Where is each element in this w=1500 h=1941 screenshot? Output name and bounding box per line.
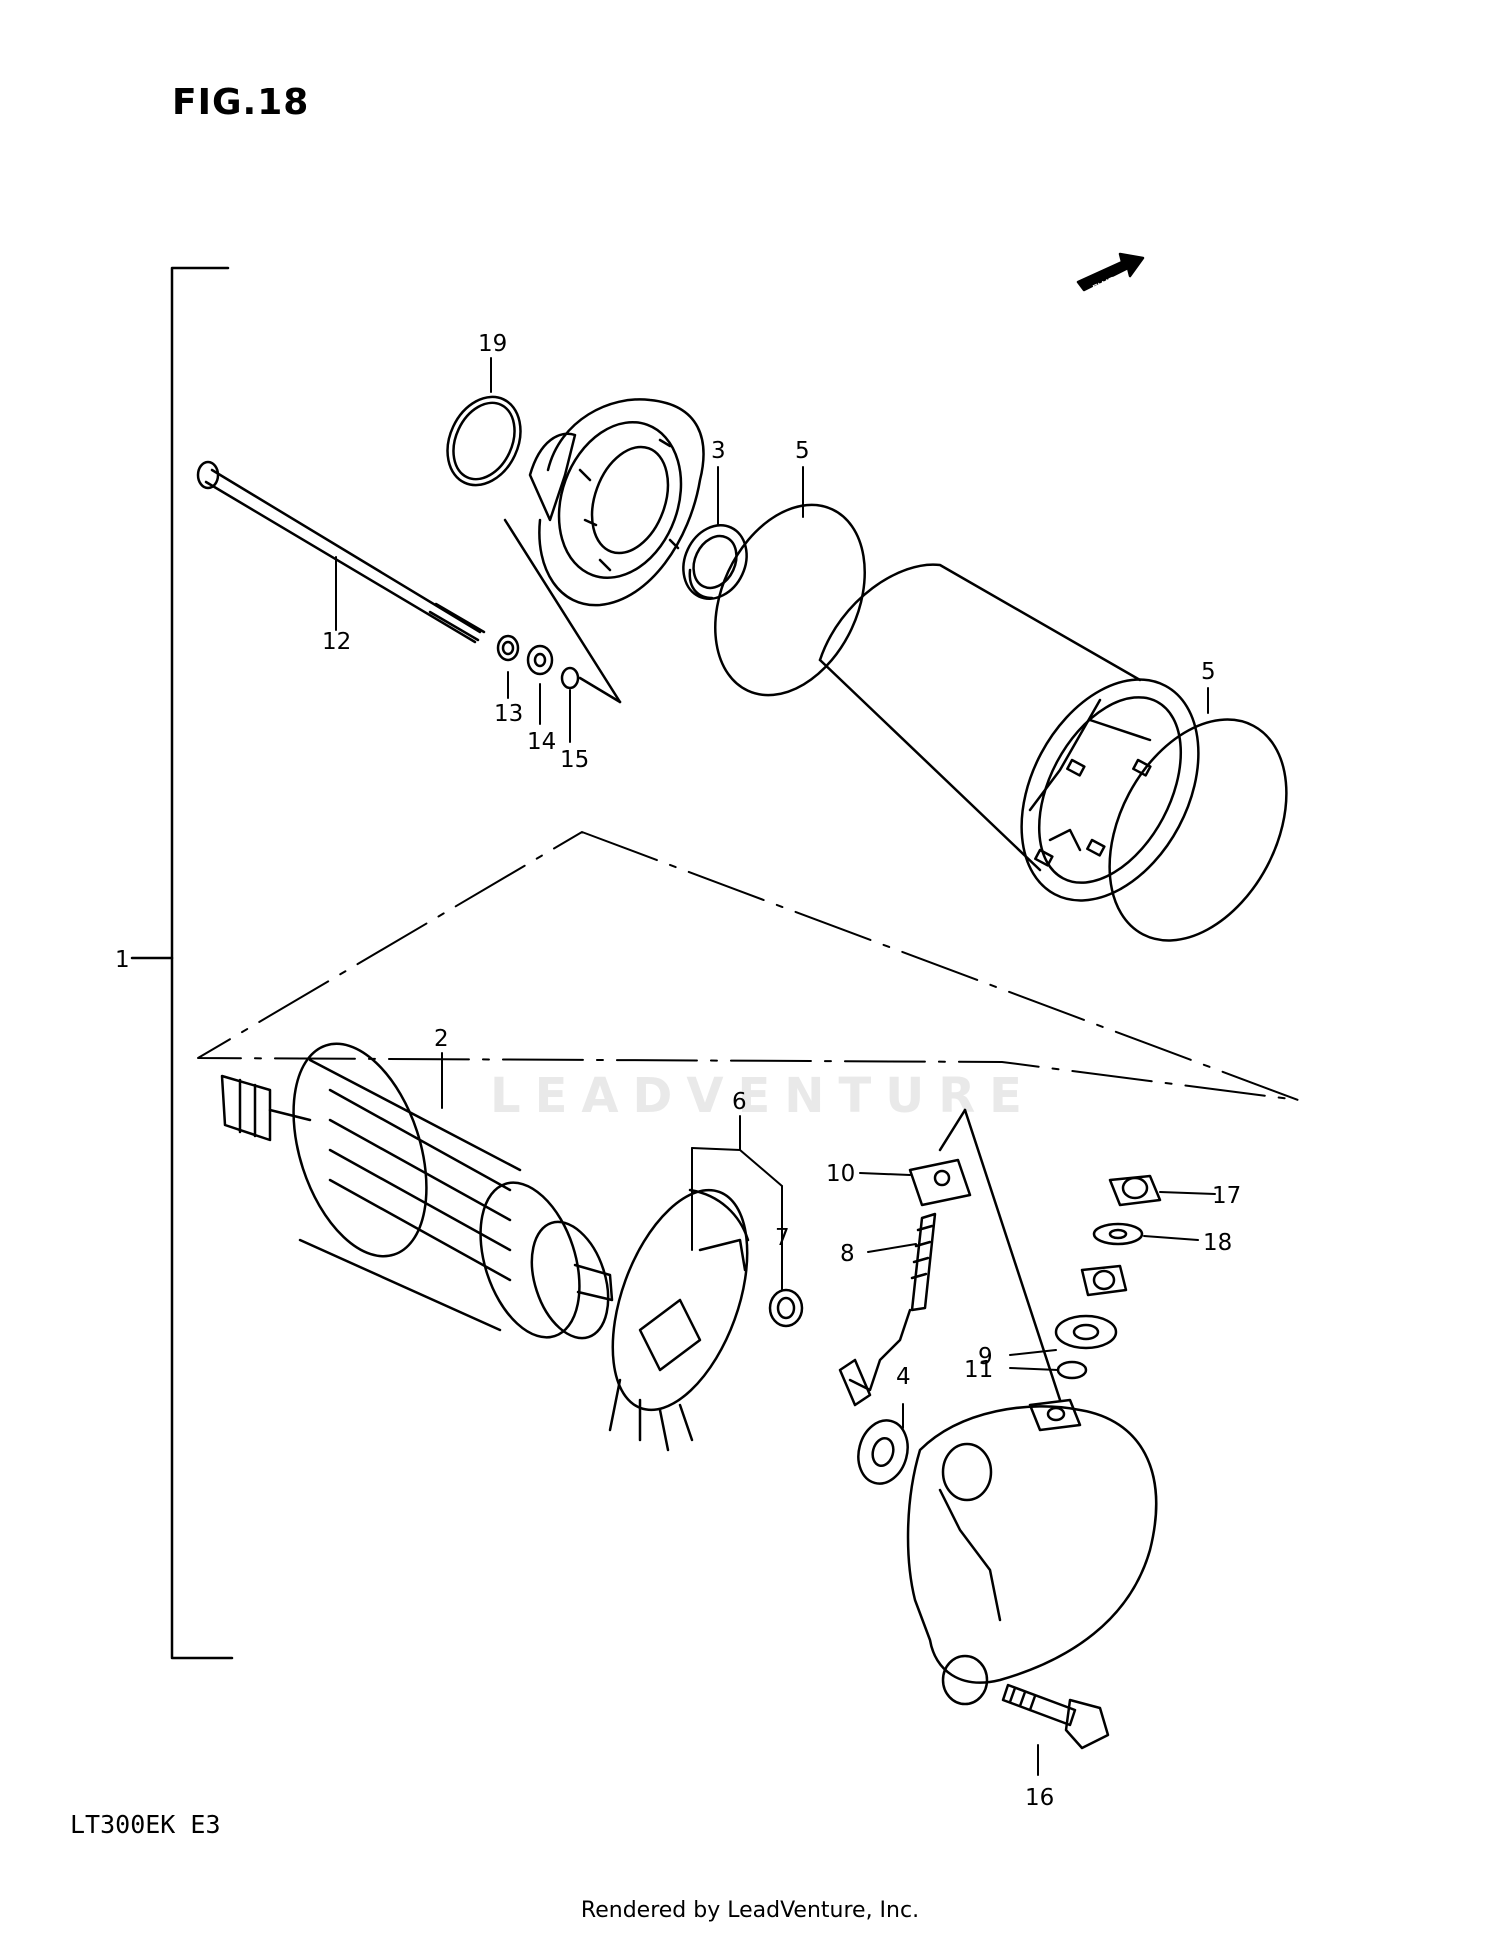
callout-17: 17 [1212, 1183, 1241, 1209]
model-code: LT300EK E3 [70, 1810, 221, 1839]
terminal-bolt-part [838, 1108, 1062, 1407]
callout-3: 3 [711, 438, 726, 464]
washer-13-part [496, 634, 520, 662]
washer-15-part [560, 666, 580, 690]
cover-bolt-part [1001, 1683, 1110, 1750]
callout-19: 19 [478, 331, 507, 357]
o-ring-11-part [1056, 1360, 1088, 1380]
callout-5-upper: 5 [795, 438, 810, 464]
long-bolt-part [196, 460, 486, 644]
washer-4-part [857, 1419, 909, 1485]
callout-5-lower: 5 [1201, 659, 1216, 685]
watermark-text: LEADVENTURE [490, 1068, 1036, 1124]
callout-14: 14 [527, 729, 556, 755]
washer-9-part [1054, 1314, 1118, 1350]
gasket-lower-part [1108, 718, 1288, 942]
front-housing-part [503, 398, 705, 704]
nut-upper-part [1080, 1264, 1128, 1297]
assembly-bracket [130, 266, 234, 1660]
terminal-plate-part [908, 1158, 972, 1207]
callout-2: 2 [434, 1026, 449, 1052]
callout-11: 11 [964, 1357, 993, 1383]
brush-nut-part [768, 1288, 804, 1328]
leader-lines [335, 357, 1216, 1776]
washer-14-part [526, 644, 554, 676]
callout-18: 18 [1203, 1230, 1232, 1256]
armature-part [220, 1042, 614, 1340]
fwd-arrow-icon [1076, 252, 1145, 292]
callout-16: 16 [1025, 1785, 1054, 1811]
gasket-upper-part [714, 503, 866, 697]
callout-10: 10 [826, 1161, 855, 1187]
callout-8: 8 [840, 1241, 855, 1267]
brush-holder-part [608, 1188, 750, 1452]
callout-6: 6 [732, 1089, 747, 1115]
figure-title: FIG.18 [172, 82, 310, 123]
callout-15: 15 [560, 747, 589, 773]
rear-cover-part [906, 1398, 1158, 1706]
callout-1: 1 [115, 947, 130, 973]
footer-credit: Rendered by LeadVenture, Inc. [580, 1898, 920, 1923]
assembly-outline-dashed [197, 831, 1299, 1101]
callout-13: 13 [494, 701, 523, 727]
bearing-part [682, 524, 748, 600]
callout-4: 4 [896, 1364, 911, 1390]
callout-9: 9 [978, 1344, 993, 1370]
washer-18-part [1092, 1222, 1144, 1246]
callout-7: 7 [775, 1225, 790, 1251]
nut-17-part [1108, 1174, 1162, 1207]
o-ring-part [446, 395, 522, 487]
motor-case-part [818, 563, 1200, 902]
callout-12: 12 [322, 629, 351, 655]
callout-labels: 1 2 3 4 5 5 6 7 8 9 10 11 12 13 14 15 16… [115, 274, 1241, 1811]
